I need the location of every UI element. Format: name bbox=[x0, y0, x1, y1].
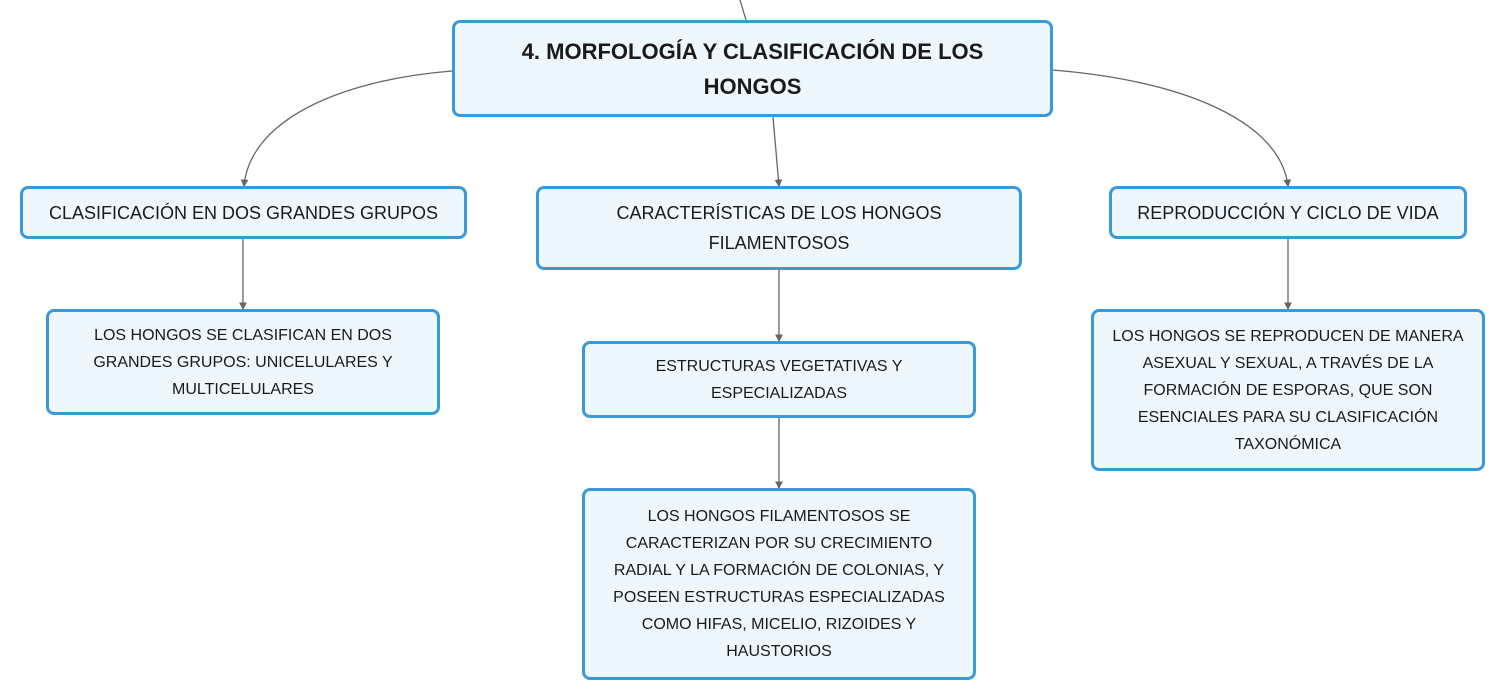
subtopic-estructuras-label: ESTRUCTURAS VEGETATIVAS Y ESPECIALIZADAS bbox=[655, 357, 903, 402]
topic-clasificacion-node[interactable]: CLASIFICACIÓN EN DOS GRANDES GRUPOS bbox=[20, 186, 467, 239]
subtopic-clasificacion-detail-node[interactable]: LOS HONGOS SE CLASIFICAN EN DOS GRANDES … bbox=[46, 309, 440, 415]
connector-root-to-clasificacion bbox=[240, 70, 453, 188]
connector-parent-to-root bbox=[739, 0, 747, 21]
subtopic-reproduccion-detail-node[interactable]: LOS HONGOS SE REPRODUCEN DE MANERA ASEXU… bbox=[1091, 309, 1485, 471]
connector-root-to-reproduccion bbox=[1051, 69, 1292, 188]
root-topic-node[interactable]: 4. MORFOLOGÍA Y CLASIFICACIÓN DE LOS HON… bbox=[452, 20, 1053, 117]
topic-caracteristicas-label: CARACTERÍSTICAS DE LOS HONGOS FILAMENTOS… bbox=[616, 203, 942, 253]
topic-clasificacion-label: CLASIFICACIÓN EN DOS GRANDES GRUPOS bbox=[48, 202, 439, 223]
subtopic-filamentosos-detail-label: LOS HONGOS FILAMENTOSOS SE CARACTERIZAN … bbox=[613, 508, 945, 660]
subtopic-estructuras-node[interactable]: ESTRUCTURAS VEGETATIVAS Y ESPECIALIZADAS bbox=[582, 341, 976, 418]
topic-reproduccion-node[interactable]: REPRODUCCIÓN Y CICLO DE VIDA bbox=[1109, 186, 1467, 239]
topic-reproduccion-label: REPRODUCCIÓN Y CICLO DE VIDA bbox=[1137, 202, 1439, 223]
subtopic-reproduccion-detail-label: LOS HONGOS SE REPRODUCEN DE MANERA ASEXU… bbox=[1112, 327, 1464, 453]
topic-caracteristicas-node[interactable]: CARACTERÍSTICAS DE LOS HONGOS FILAMENTOS… bbox=[536, 186, 1022, 270]
root-topic-label: 4. MORFOLOGÍA Y CLASIFICACIÓN DE LOS HON… bbox=[521, 38, 984, 99]
subtopic-clasificacion-detail-label: LOS HONGOS SE CLASIFICAN EN DOS GRANDES … bbox=[93, 326, 393, 398]
connector-root-to-caracteristicas bbox=[772, 116, 783, 188]
subtopic-filamentosos-detail-node[interactable]: LOS HONGOS FILAMENTOSOS SE CARACTERIZAN … bbox=[582, 488, 976, 680]
